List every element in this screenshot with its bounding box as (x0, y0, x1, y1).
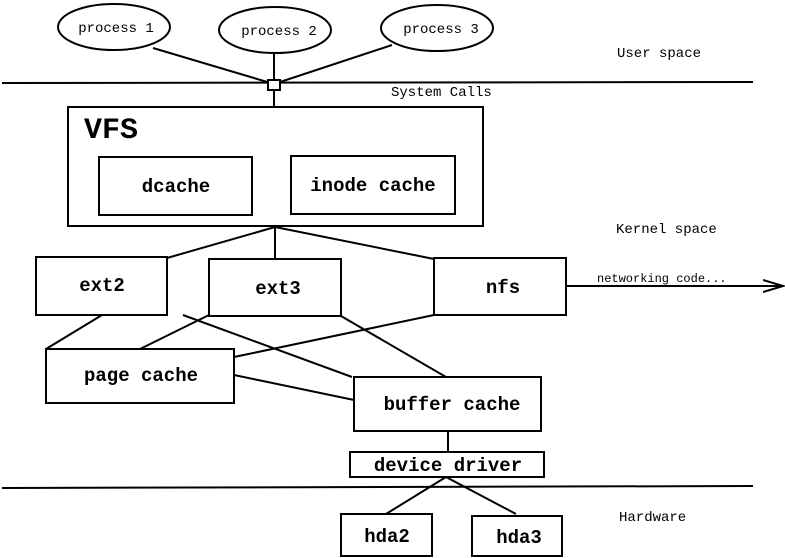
hda2-box (340, 513, 433, 557)
device-driver-label: device driver (374, 455, 522, 477)
connector-vfs-ext2 (166, 226, 276, 259)
page-cache-box (45, 348, 235, 404)
disk-layer: hda2 hda3 (340, 513, 563, 557)
process-2 (218, 6, 332, 54)
inode-cache-label: inode cache (310, 175, 435, 197)
hda3-box (471, 515, 563, 557)
user-processes: process 1 process 2 process 3 (57, 3, 494, 54)
syscall-boundary-line (1, 81, 754, 84)
hda3-label: hda3 (496, 527, 542, 549)
cache-layer: page cache buffer cache (45, 348, 542, 432)
process-2-label: process 2 (241, 24, 317, 40)
connector-ext3-pagecache (139, 314, 210, 350)
process-3-label: process 3 (403, 22, 479, 38)
buffer-cache-box (353, 376, 542, 432)
connector-driver-hda2 (385, 476, 447, 515)
nfs-label: nfs (486, 277, 520, 299)
dcache-label: dcache (142, 176, 210, 198)
user-space-label: User space (617, 46, 701, 62)
connector-vfs-nfs (274, 226, 435, 260)
connector-nfs-pagecache (233, 314, 435, 358)
vfs-layer: VFS dcache inode cache (67, 106, 484, 227)
vfs-title: VFS (84, 114, 138, 148)
system-calls-label: System Calls (391, 85, 492, 101)
process-1 (57, 3, 171, 51)
networking-label: networking code... (597, 272, 727, 286)
ext3-label: ext3 (255, 278, 301, 300)
ext3-box (208, 258, 342, 317)
connector-pagecache-buffercache (233, 374, 355, 401)
buffer-cache-label: buffer cache (384, 394, 521, 416)
hda2-label: hda2 (364, 526, 410, 548)
ext2-box (35, 256, 168, 316)
process-1-label: process 1 (78, 21, 154, 37)
inode-cache-box (290, 155, 456, 215)
nfs-box (433, 257, 567, 316)
process-3 (380, 4, 494, 52)
connector-driver-hda3 (445, 476, 517, 515)
device-driver-box (349, 451, 545, 478)
filesystem-layer: ext2 ext3 nfs (35, 256, 567, 317)
connector-ext2-buffercache (182, 314, 353, 378)
hardware-boundary-line (1, 485, 754, 489)
hardware-label: Hardware (619, 510, 686, 526)
connector-ext2-pagecache (45, 314, 103, 350)
syscall-node (267, 79, 281, 91)
connectors (45, 44, 517, 515)
connector-process3-syscall (273, 44, 393, 85)
kernel-space-label: Kernel space (616, 222, 717, 238)
dcache-box (98, 156, 253, 216)
ext2-label: ext2 (79, 275, 125, 297)
connector-ext3-buffercache (340, 315, 447, 378)
connector-process1-syscall (152, 47, 275, 85)
page-cache-label: page cache (84, 365, 198, 387)
